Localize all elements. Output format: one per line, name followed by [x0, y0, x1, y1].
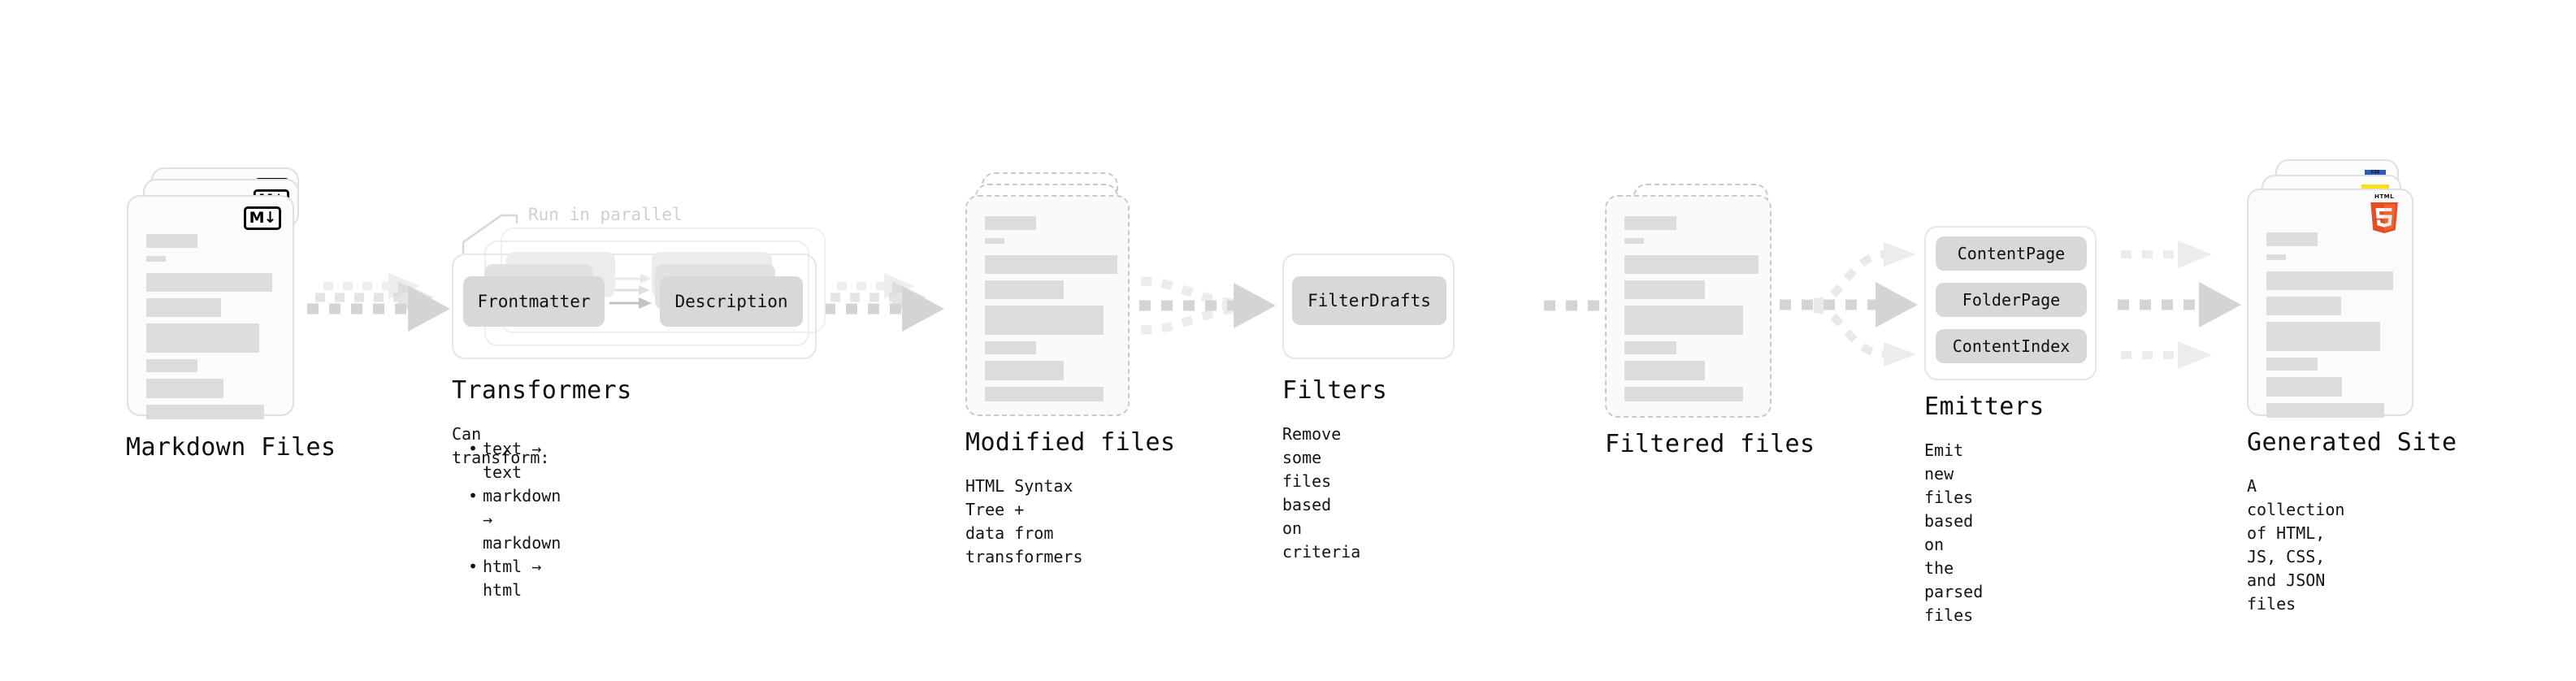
- content-bar: [985, 361, 1064, 380]
- arrow-transformers-to-modified: [824, 273, 944, 332]
- emitter-chip-contentpage[interactable]: ContentPage: [1936, 236, 2087, 271]
- content-bar: [1624, 216, 1676, 230]
- content-bar: [985, 306, 1104, 335]
- stage-title-emitters: Emitters: [1924, 393, 2045, 421]
- emitters-desc: Emit new files based on the parsed files: [1924, 440, 1984, 625]
- arrow-filtered-to-emitters: [1780, 242, 1918, 367]
- content-bar: [1624, 280, 1705, 299]
- content-bar: [1624, 361, 1705, 380]
- arrow-markdown-to-transformers: [307, 273, 450, 332]
- content-bar: [1624, 255, 1759, 274]
- content-bar: [985, 255, 1117, 274]
- run-in-parallel-label: Run in parallel: [528, 205, 683, 224]
- modified-file-card-front[interactable]: [965, 195, 1130, 416]
- arrow-modified-to-filters: [1139, 276, 1276, 335]
- content-bar: [146, 323, 259, 353]
- content-bar: [2266, 254, 2286, 260]
- modified-file-content: [985, 216, 1117, 410]
- content-bar: [2266, 358, 2318, 371]
- stage-title-modified-files: Modified files: [965, 428, 1176, 457]
- transformers-bullet-list: • text → text • markdown → markdown • ht…: [465, 437, 561, 602]
- content-bar: [985, 280, 1064, 299]
- content-bar: [1624, 306, 1743, 335]
- content-bar: [1624, 387, 1743, 401]
- content-bar: [2266, 271, 2393, 290]
- emitter-chip-contentindex[interactable]: ContentIndex: [1936, 329, 2087, 363]
- markdown-badge-front: M↓: [244, 206, 281, 230]
- html5-wordmark: HTML: [2374, 193, 2395, 200]
- transformer-group-front[interactable]: [452, 254, 817, 359]
- content-bar: [1624, 238, 1644, 244]
- content-bar: [146, 298, 221, 317]
- content-bar: [985, 238, 1004, 244]
- transformer-chip-frontmatter[interactable]: Frontmatter: [463, 276, 605, 327]
- content-bar: [2266, 403, 2384, 418]
- markdown-file-content: [146, 234, 278, 427]
- transformers-bullet: • markdown → markdown: [468, 486, 562, 553]
- arrow-emitters-to-site: [2118, 241, 2241, 369]
- css-badge: CSS: [2365, 170, 2386, 179]
- emitter-chip-folderpage[interactable]: FolderPage: [1936, 283, 2087, 317]
- content-bar: [2266, 232, 2318, 246]
- stage-title-filters: Filters: [1282, 376, 1388, 405]
- html5-logo-icon: [2370, 202, 2398, 233]
- generated-file-content: [2266, 232, 2397, 426]
- filtered-file-content: [1624, 216, 1759, 410]
- transformer-chip-description[interactable]: Description: [660, 276, 803, 327]
- bullet-text: text → text: [483, 439, 542, 482]
- generated-site-desc: A collection of HTML, JS, CSS, and JSON …: [2247, 476, 2345, 614]
- content-bar: [146, 234, 197, 248]
- transformers-desc: Can transform:: [452, 424, 550, 467]
- filter-chip-filterdrafts[interactable]: FilterDrafts: [1292, 276, 1446, 325]
- content-bar: [146, 359, 197, 372]
- content-bar: [985, 341, 1036, 354]
- content-bar: [2266, 322, 2380, 351]
- transformers-bullet: • text → text: [468, 439, 542, 482]
- content-bar: [146, 256, 166, 262]
- generated-file-card-html[interactable]: HTML: [2247, 189, 2413, 418]
- content-bar: [146, 379, 223, 398]
- content-bar: [985, 387, 1104, 401]
- stage-title-markdown-files: Markdown Files: [126, 433, 336, 462]
- bullet-text: html → html: [483, 557, 542, 600]
- stage-title-filtered-files: Filtered files: [1605, 430, 1815, 458]
- filtered-file-card-front[interactable]: [1605, 195, 1772, 418]
- content-bar: [1624, 341, 1676, 354]
- content-bar: [146, 273, 272, 292]
- stage-title-transformers: Transformers: [452, 376, 632, 405]
- stage-title-generated-site: Generated Site: [2247, 428, 2457, 457]
- content-bar: [2266, 377, 2342, 397]
- markdown-file-card-front[interactable]: M↓: [127, 195, 294, 419]
- bullet-text: markdown → markdown: [483, 486, 562, 553]
- filters-desc: Remove some files based on criteria: [1282, 424, 1361, 562]
- transformers-bullet: • html → html: [468, 557, 542, 600]
- content-bar: [146, 405, 264, 419]
- html5-badge: HTML: [2369, 193, 2400, 236]
- modified-files-desc: HTML Syntax Tree + data from transformer…: [965, 476, 1083, 566]
- content-bar: [985, 216, 1036, 230]
- content-bar: [2266, 297, 2341, 315]
